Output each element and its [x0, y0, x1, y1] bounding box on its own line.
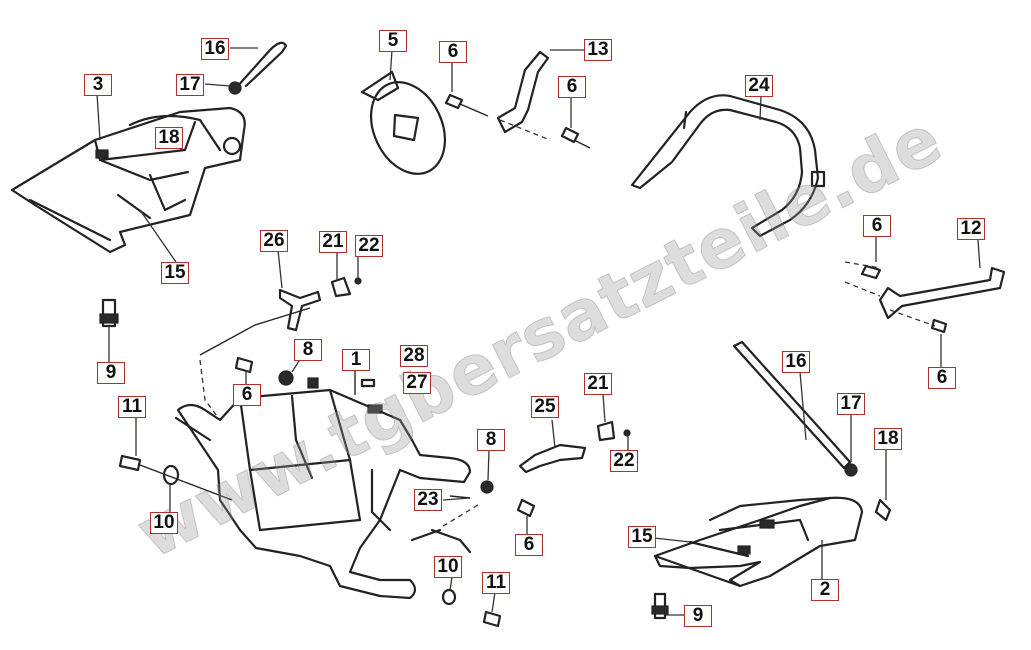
callout-27[interactable]: 27 — [403, 372, 431, 394]
callout-12[interactable]: 12 — [957, 218, 985, 240]
cable-dash-left — [199, 359, 221, 421]
callout-6[interactable]: 6 — [515, 534, 543, 556]
bolt-part-6-f — [516, 498, 536, 518]
nut-part-17-right — [844, 463, 858, 477]
rail-part-24 — [630, 94, 826, 238]
callout-6[interactable]: 6 — [233, 384, 261, 406]
clip-part-27 — [360, 378, 376, 388]
callout-21[interactable]: 21 — [319, 231, 347, 253]
callout-10[interactable]: 10 — [434, 556, 462, 578]
callout-5[interactable]: 5 — [379, 30, 407, 52]
main-frame-part-1 — [174, 377, 472, 600]
callout-21[interactable]: 21 — [584, 373, 612, 395]
bolt-part-6-a — [444, 93, 489, 117]
washer-part-8-upper — [278, 370, 294, 386]
clip-part-18-right — [874, 498, 892, 522]
bracket-part-26 — [278, 288, 322, 332]
callout-2[interactable]: 2 — [811, 579, 839, 601]
screw-part-22-mid — [623, 429, 631, 437]
callout-8[interactable]: 8 — [294, 339, 322, 361]
bolt-part-9-bottom — [651, 592, 669, 620]
callout-26[interactable]: 26 — [260, 230, 288, 252]
cable-upper — [199, 307, 311, 356]
bracket-part-5 — [360, 70, 446, 175]
callout-17[interactable]: 17 — [837, 393, 865, 415]
bracket-part-25 — [518, 443, 587, 474]
callout-3[interactable]: 3 — [84, 74, 112, 96]
callout-16[interactable]: 16 — [782, 351, 810, 373]
callout-17[interactable]: 17 — [176, 74, 204, 96]
callout-23[interactable]: 23 — [414, 489, 442, 511]
bracket-part-13 — [496, 50, 551, 141]
callout-11[interactable]: 11 — [118, 396, 146, 418]
callout-1[interactable]: 1 — [342, 349, 370, 371]
dash-center — [439, 504, 479, 529]
callout-18[interactable]: 18 — [874, 428, 902, 450]
bolt-part-11-left — [118, 454, 233, 501]
stand-part-3 — [10, 106, 246, 254]
callout-28[interactable]: 28 — [400, 345, 428, 367]
washer-part-10-bottom — [441, 588, 457, 606]
bolt-part-9-top — [99, 298, 119, 328]
callout-10[interactable]: 10 — [150, 512, 178, 534]
pin-part-15-top — [116, 193, 152, 220]
callout-13[interactable]: 13 — [584, 39, 612, 61]
rod-part-16-top — [234, 41, 288, 90]
callout-11[interactable]: 11 — [482, 572, 510, 594]
bolt-part-6-e — [234, 356, 254, 374]
nut-part-17-top — [228, 81, 242, 95]
bolt-part-6-b — [560, 126, 591, 149]
bolt-part-11-bottom — [482, 610, 502, 628]
bolt-part-6-c — [860, 264, 882, 280]
callout-24[interactable]: 24 — [745, 75, 773, 97]
callout-22[interactable]: 22 — [610, 450, 638, 472]
callout-16[interactable]: 16 — [201, 38, 229, 60]
washer-part-8-mid — [480, 480, 494, 494]
bracket-part-12 — [844, 261, 1006, 327]
callout-9[interactable]: 9 — [97, 362, 125, 384]
callout-22[interactable]: 22 — [355, 235, 383, 257]
clip-part-21-top — [330, 276, 352, 298]
clip-part-21-mid — [596, 420, 616, 442]
callout-8[interactable]: 8 — [477, 429, 505, 451]
bolt-part-6-d — [930, 318, 948, 334]
callout-25[interactable]: 25 — [531, 396, 559, 418]
callout-15[interactable]: 15 — [161, 262, 189, 284]
callout-15[interactable]: 15 — [628, 526, 656, 548]
stand-part-2 — [653, 496, 864, 588]
callout-6[interactable]: 6 — [928, 367, 956, 389]
callout-18[interactable]: 18 — [155, 127, 183, 149]
rod-part-16-right — [732, 340, 852, 470]
leader-lines — [96, 47, 981, 616]
callout-6[interactable]: 6 — [439, 41, 467, 63]
callout-6[interactable]: 6 — [863, 215, 891, 237]
callout-6[interactable]: 6 — [558, 76, 586, 98]
callout-9[interactable]: 9 — [684, 605, 712, 627]
pin-part-15-bottom — [688, 540, 750, 558]
washer-part-10-left — [162, 464, 180, 486]
